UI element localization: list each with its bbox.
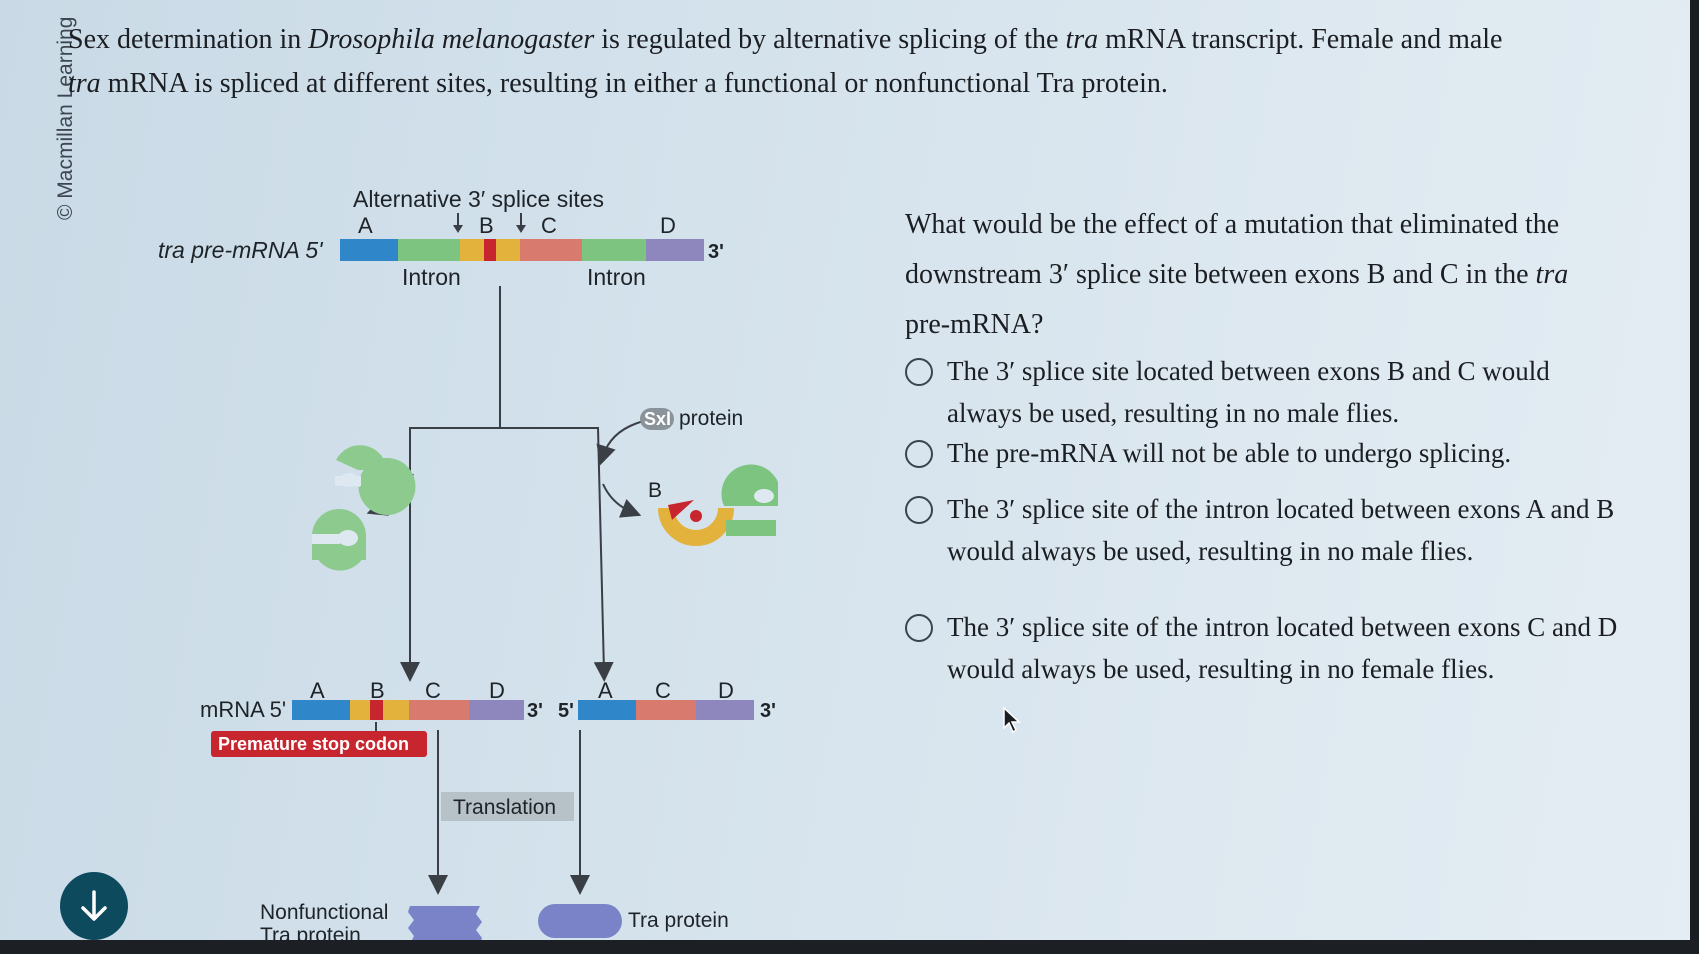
female-mrna-bar <box>578 700 754 720</box>
answer-option-3[interactable]: The 3′ splice site of the intron located… <box>905 488 1625 572</box>
splicing-diagram: Alternative 3′ splice sites A B C D tra … <box>158 186 778 947</box>
svg-text:Premature stop codon: Premature stop codon <box>218 734 409 754</box>
mrna2-3prime: 3' <box>760 700 776 722</box>
mrna1-label: mRNA 5' <box>200 697 286 722</box>
splicing-pathways <box>366 286 649 682</box>
mrna2-5prime: 5' <box>558 700 574 722</box>
premrna-intron-1 <box>398 239 460 261</box>
translation-arrows <box>428 730 590 895</box>
svg-text:Sxl: Sxl <box>644 409 671 429</box>
answer-option-label: The 3′ splice site located between exons… <box>947 356 1550 428</box>
nonfunctional-protein-icon <box>408 906 482 944</box>
mrna2-exon-d-label: D <box>718 678 734 703</box>
intro-text: Sex determination in Drosophila melanoga… <box>68 24 1503 99</box>
mrna2-exon-c-label: C <box>655 678 671 703</box>
svg-text:protein: protein <box>679 407 743 430</box>
premrna-exon-b2 <box>496 239 520 261</box>
premrna-exon-b <box>460 239 486 261</box>
answer-option-label: The 3′ splice site of the intron located… <box>947 494 1615 566</box>
nonfunctional-label-1: Nonfunctional <box>260 901 388 924</box>
sxl-protein: Sxl protein <box>640 407 743 430</box>
premature-stop-codon-label: Premature stop codon <box>211 731 427 757</box>
spliced-rna-sxl-icon <box>658 464 778 546</box>
premrna-exon-a-label: A <box>358 213 373 238</box>
mouse-cursor-icon <box>1003 706 1021 734</box>
stop-codon-segment <box>370 700 383 720</box>
mrna1-exon-a-label: A <box>310 678 325 703</box>
tra-protein-icon <box>538 904 622 938</box>
alt-splice-sites-label: Alternative 3′ splice sites <box>353 186 604 212</box>
mrna1-exon-c-label: C <box>425 678 441 703</box>
radio-button[interactable] <box>905 358 933 386</box>
screen-bezel <box>1690 0 1699 954</box>
mrna1-exon-b-label: B <box>370 678 385 703</box>
screen-bottom-edge <box>0 940 1699 954</box>
premrna-exon-a <box>340 239 398 261</box>
spliceosome-icon <box>335 445 416 515</box>
sxl-badge <box>640 408 674 430</box>
answer-option-4[interactable]: The 3′ splice site of the intron located… <box>905 606 1625 690</box>
answer-option-label: The 3′ splice site of the intron located… <box>947 612 1618 684</box>
premrna-3prime: 3' <box>708 241 724 263</box>
splice-site-arrow-icon <box>516 213 526 233</box>
premrna-stop <box>484 239 496 261</box>
radio-button[interactable] <box>905 496 933 524</box>
question-text: What would be the effect of a mutation t… <box>905 209 1569 340</box>
spliceosome-icon <box>312 509 366 571</box>
premrna-intron-2 <box>582 239 646 261</box>
radio-button[interactable] <box>905 614 933 642</box>
splice-site-arrow-icon <box>453 213 463 233</box>
premrna-exon-c-label: C <box>541 213 557 238</box>
premrna-exon-c <box>520 239 582 261</box>
answer-option-1[interactable]: The 3′ splice site located between exons… <box>905 350 1625 434</box>
arrow-down-icon <box>81 890 107 921</box>
scroll-down-button[interactable] <box>60 872 128 940</box>
mrna1-3prime: 3' <box>527 700 543 722</box>
intron-label-1: Intron <box>402 264 461 290</box>
mrna2-exon-a-label: A <box>598 678 613 703</box>
premrna-bar <box>340 239 704 261</box>
premrna-exon-d <box>646 239 704 261</box>
answer-option-label: The pre-mRNA will not be able to undergo… <box>947 438 1512 468</box>
species-name: Drosophila melanogaster <box>308 24 595 55</box>
mrna1-exon-d-label: D <box>489 678 505 703</box>
answer-option-2[interactable]: The pre-mRNA will not be able to undergo… <box>905 432 1625 474</box>
radio-button[interactable] <box>905 440 933 468</box>
male-mrna-bar <box>292 700 524 720</box>
premrna-exon-b-label: B <box>479 213 494 238</box>
translation-label: Translation <box>441 792 574 821</box>
premrna-exon-d-label: D <box>660 213 676 238</box>
tra-protein-label: Tra protein <box>628 909 729 932</box>
sxl-exon-b-label: B <box>648 479 662 502</box>
premrna-label: tra pre-mRNA 5' <box>158 237 324 263</box>
svg-text:Translation: Translation <box>453 796 556 819</box>
intron-label-2: Intron <box>587 264 646 290</box>
